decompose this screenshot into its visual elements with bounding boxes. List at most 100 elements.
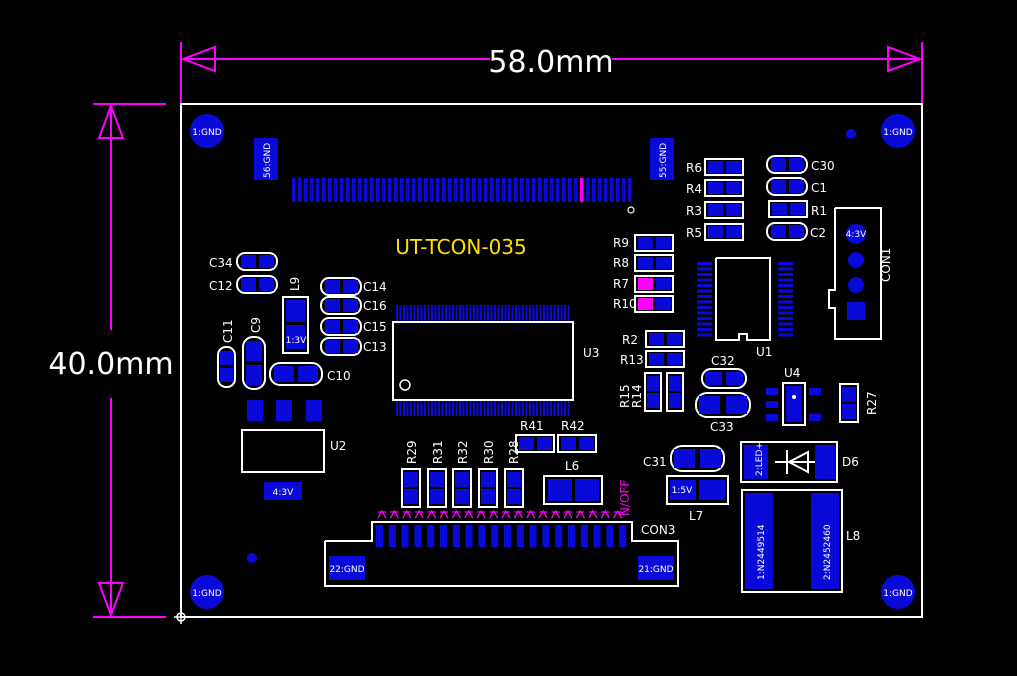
capacitor-C32: C32	[701, 354, 747, 389]
svg-text:22:GND: 22:GND	[329, 565, 364, 575]
con3-pin-mark	[389, 509, 399, 519]
svg-text:R41: R41	[520, 419, 544, 433]
u3-pin	[476, 305, 479, 322]
u3-pin	[455, 305, 458, 322]
svg-text:CON3: CON3	[641, 523, 675, 537]
svg-text:CON1: CON1	[879, 248, 893, 282]
u3-pin	[441, 400, 444, 416]
svg-text:R28: R28	[507, 440, 521, 464]
top-connector-finger	[508, 178, 512, 202]
u1-pin	[778, 317, 793, 320]
u3-pin	[487, 400, 489, 416]
u3-pin	[448, 400, 451, 416]
top-connector-finger	[538, 178, 542, 202]
svg-text:R10: R10	[613, 297, 637, 311]
u3-pin	[529, 400, 531, 416]
u3-pin	[546, 305, 549, 322]
board-title: UT-TCON-035	[395, 235, 527, 259]
u3-pin	[406, 400, 409, 416]
top-connector-finger	[562, 178, 566, 202]
top-connector-finger	[352, 178, 356, 202]
con3-pin-mark	[600, 509, 610, 519]
origin-marker-icon	[174, 610, 188, 624]
top-connector-finger	[400, 178, 404, 202]
svg-text:2:LED+: 2:LED+	[755, 442, 765, 476]
svg-text:C13: C13	[363, 340, 387, 354]
u3-pin	[424, 305, 426, 322]
u3-pin	[431, 400, 433, 416]
mount-hole-label: 1:GND	[883, 589, 912, 599]
con3-pin-mark	[575, 509, 585, 519]
svg-text:R13: R13	[620, 353, 644, 367]
con3-pin-mark	[489, 509, 499, 519]
top-connector-finger	[628, 178, 632, 202]
u1-pin	[697, 300, 712, 304]
con3-finger	[388, 525, 396, 547]
u3-pin	[445, 400, 447, 416]
mount-hole-top-right: 1:GND	[881, 114, 915, 148]
u3-pin	[525, 305, 528, 322]
u1-pin	[778, 273, 793, 276]
u1-pin	[697, 278, 712, 282]
u3-pin	[438, 400, 440, 416]
top-connector-finger	[586, 178, 590, 202]
top-connector-finger	[616, 178, 620, 202]
resistor-R27: R27	[839, 383, 879, 423]
top-connector-finger	[472, 178, 476, 202]
svg-text:U4: U4	[784, 366, 800, 380]
svg-text:C1: C1	[811, 181, 827, 195]
con3-pin-mark	[451, 509, 461, 519]
u3-pin	[413, 400, 416, 416]
diode-D6: 2:LED+ D6	[740, 441, 859, 483]
connector-CON1: 4:3V CON1	[828, 207, 893, 340]
top-connector-finger	[532, 178, 536, 202]
height-dimension	[93, 103, 166, 618]
u1-pin	[778, 306, 793, 309]
u3-pin	[494, 400, 496, 416]
con3-finger	[580, 525, 588, 547]
u3-pin	[564, 400, 566, 416]
u3-pin	[515, 305, 517, 322]
ic-U3: U3	[392, 305, 599, 416]
resistor-R30: R30	[478, 440, 498, 508]
top-connector-finger	[370, 178, 374, 202]
top-connector-pad-left: 56:GND	[254, 138, 278, 180]
con3-pin-mark	[464, 509, 474, 519]
svg-text:R29: R29	[405, 440, 419, 464]
top-connector-finger	[604, 178, 608, 202]
svg-text:R9: R9	[613, 236, 629, 250]
u3-pin	[459, 400, 461, 416]
con3-finger	[606, 525, 614, 547]
capacitor-C2: C2	[766, 222, 826, 241]
con3-pin-mark	[551, 509, 561, 519]
u3-pin	[494, 305, 496, 322]
top-connector-finger	[358, 178, 362, 202]
svg-text:R7: R7	[613, 277, 629, 291]
capacitor-C11: C11	[217, 319, 236, 388]
top-connector-finger	[610, 178, 614, 202]
u3-pin	[529, 305, 531, 322]
u3-pin	[473, 305, 475, 322]
ic-U1: U1	[697, 257, 793, 359]
top-connector-finger	[514, 178, 518, 202]
svg-text:C14: C14	[363, 280, 387, 294]
top-connector-finger	[340, 178, 344, 202]
capacitor-C15: C15	[320, 317, 387, 336]
top-connector-finger	[412, 178, 416, 202]
resistor-R1: R1	[768, 200, 827, 218]
u3-pin	[557, 400, 559, 416]
u1-pin	[697, 273, 712, 276]
u3-pin	[413, 305, 416, 322]
con3-pin-mark	[613, 509, 623, 519]
capacitor-C13: C13	[320, 337, 387, 356]
top-connector-finger	[484, 178, 488, 202]
u1-pin	[778, 284, 793, 287]
u3-pin	[532, 400, 535, 416]
top-connector-finger	[520, 178, 524, 202]
con3-pin-mark	[377, 509, 387, 519]
u3-pin	[567, 305, 570, 322]
svg-text:55:GND: 55:GND	[659, 143, 669, 178]
u3-pin	[536, 400, 538, 416]
u3-pin	[427, 400, 430, 416]
top-connector-finger	[328, 178, 332, 202]
